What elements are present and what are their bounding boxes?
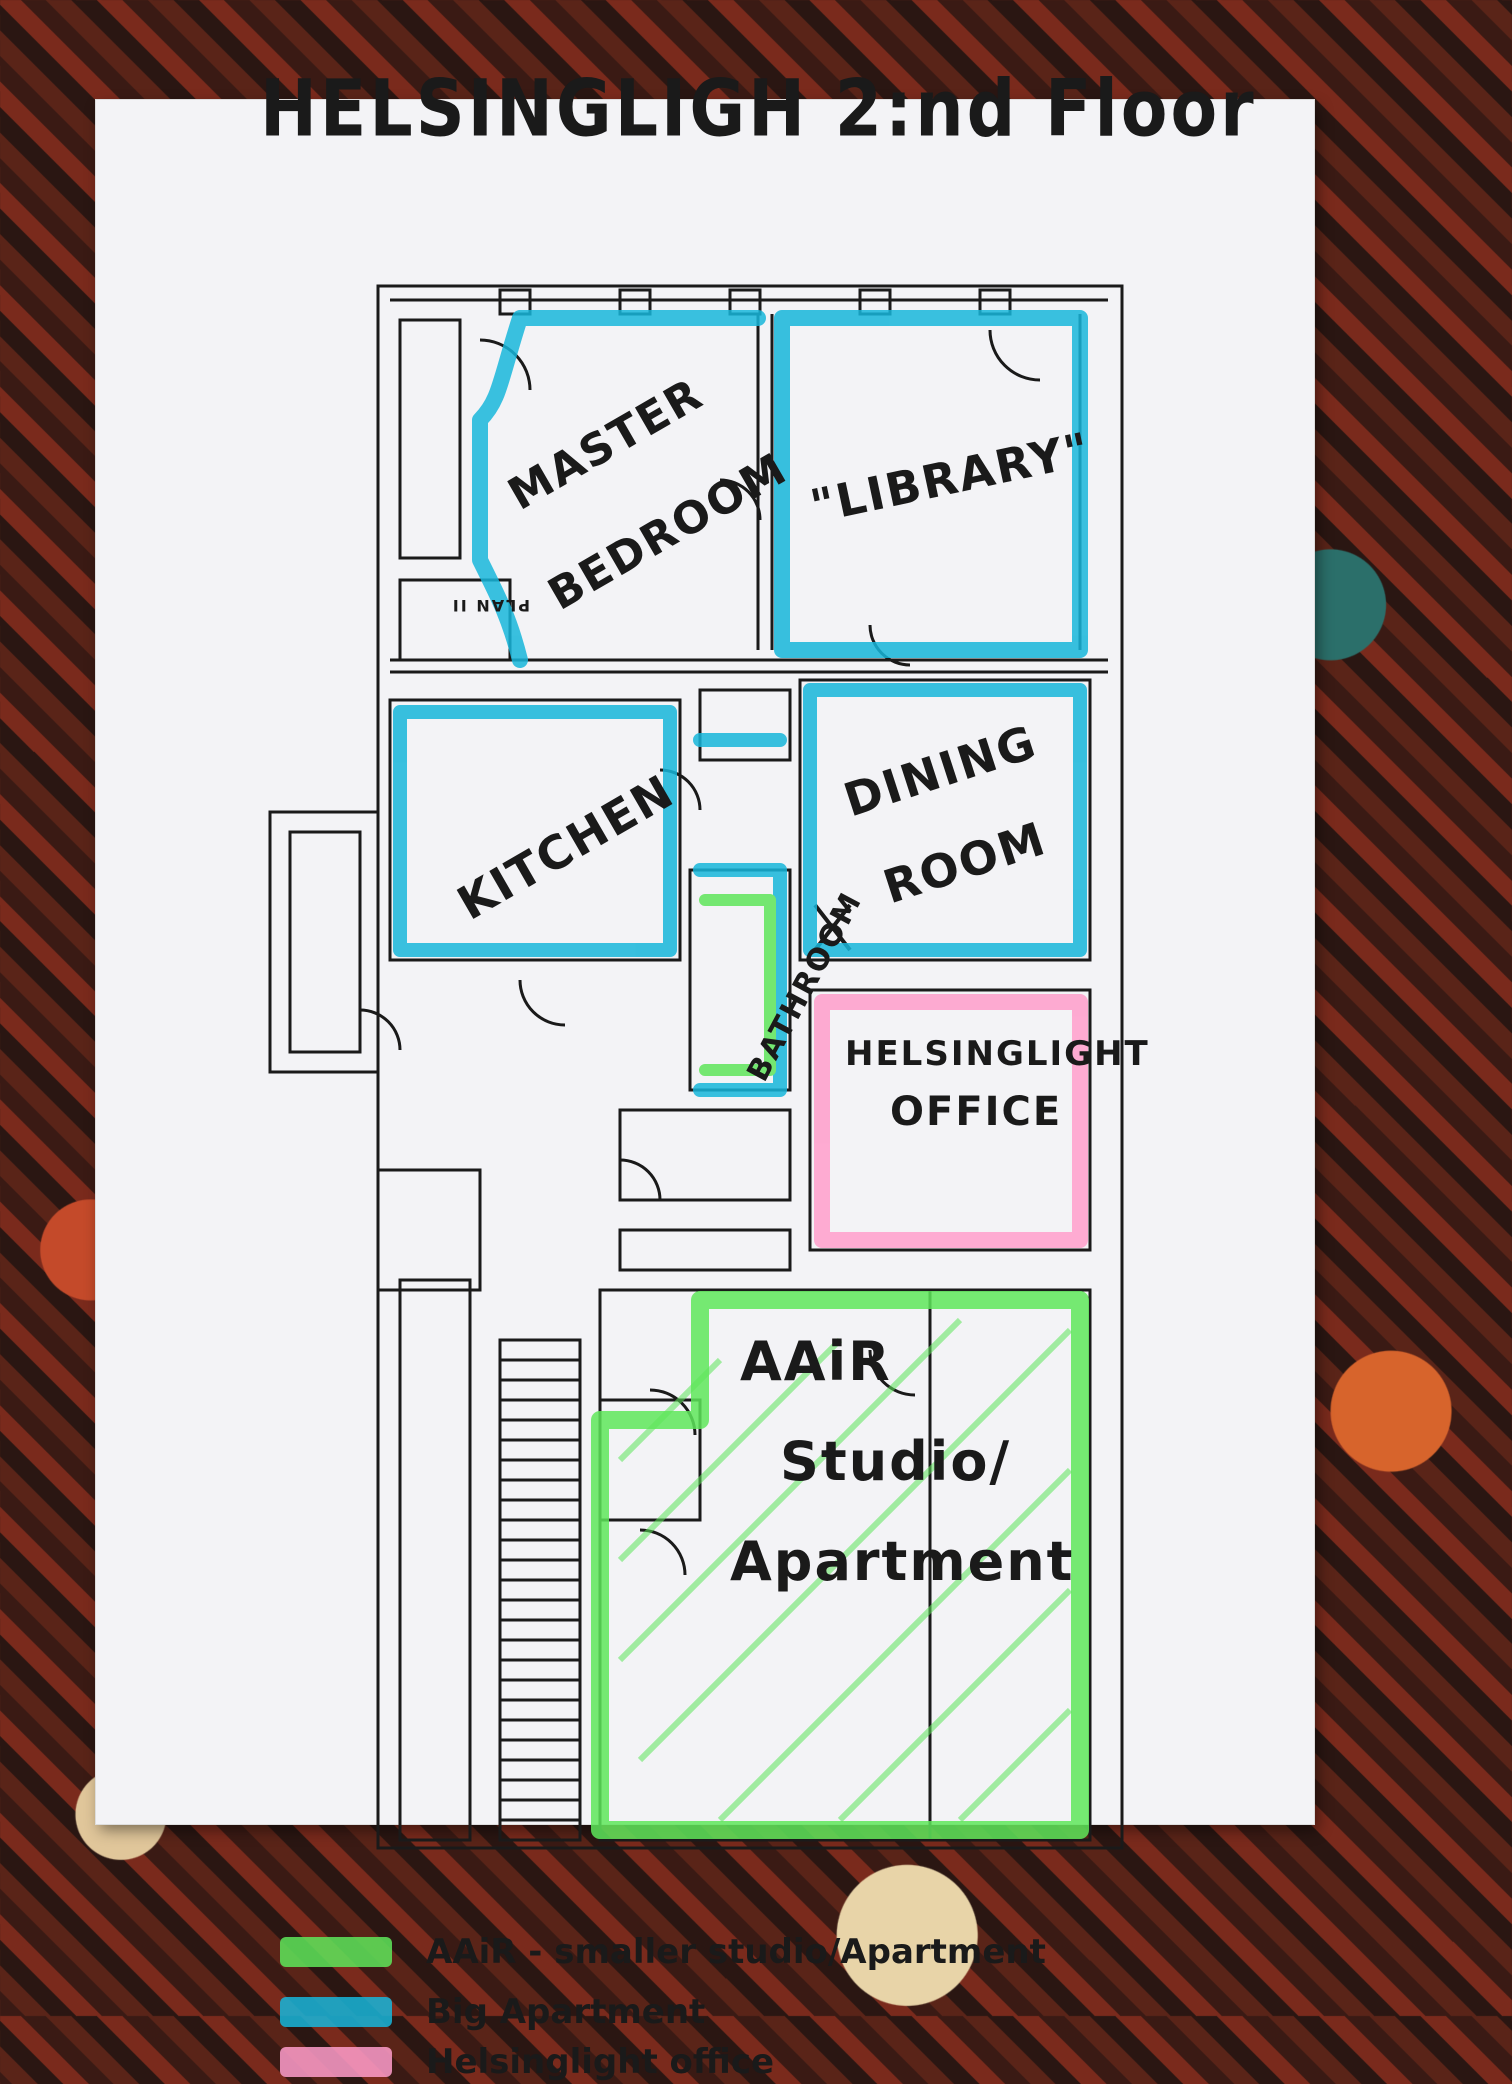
floor-plan: MASTER BEDROOM "LIBRARY" KITCHEN DINING … [268,284,1150,1850]
room-label-helsinglight: HELSINGLIGHT [845,1034,1150,1074]
door-swing [719,478,762,521]
highlight-blue [693,733,787,1097]
legend-swatch-pink [280,2047,392,2077]
dining-walls [798,678,1092,962]
legend-swatch-blue [280,1997,392,2027]
highlight-pink [814,994,1088,1248]
legend-row-blue: Big Apartment [280,1990,705,2034]
legend-row-green: AAiR - smaller studio/Apartment [280,1930,1046,1974]
door-swing [359,1008,402,1051]
legend-label-blue: Big Apartment [426,1992,706,2032]
stair-treads [500,1358,580,1822]
room-label-room: ROOM [877,811,1053,914]
room-label-office: OFFICE [890,1089,1062,1135]
door-swing [988,329,1041,382]
room-label-library: "LIBRARY" [806,422,1096,534]
legend-label-pink: Helsinglight office [426,2042,775,2082]
door-swing [518,979,566,1027]
bay-window [268,810,380,1074]
legend-label-green: AAiR - smaller studio/Apartment [426,1932,1046,1972]
door-swing [619,1158,662,1201]
closet [398,318,462,560]
highlight-blue [774,310,1088,658]
highlight-green-bath [699,894,776,1076]
outer-wall [376,284,1124,1850]
kitchen-walls [388,698,682,962]
staircase [498,1338,582,1842]
door-swing [868,1349,916,1397]
highlight-blue [803,683,1087,957]
highlight-blue [393,705,677,957]
plan-tag: PLAN II [451,596,530,615]
hall-closet [698,688,792,762]
highlight-green [591,1291,1089,1839]
lower-closet [376,1168,482,1292]
closet-mid [618,1108,792,1202]
page-title: HELSINGLIGH 2:nd Floor [260,64,1257,155]
room-label-apartment: Apartment [730,1530,1074,1593]
room-label-kitchen: KITCHEN [448,764,683,931]
studio-hatching [617,1317,1073,1823]
highlight-blue [472,310,766,668]
legend-row-pink: Helsinglight office [280,2040,774,2084]
legend-swatch-green [280,1937,392,1967]
office-walls [808,988,1092,1252]
room-label-aair: AAiR [740,1330,892,1393]
room-label-studio: Studio/ [780,1430,1011,1493]
lift-shaft [398,1278,472,1842]
room-label-dining: DINING [837,714,1043,827]
x-mark [813,903,852,952]
paper-sheet [96,100,1314,1824]
